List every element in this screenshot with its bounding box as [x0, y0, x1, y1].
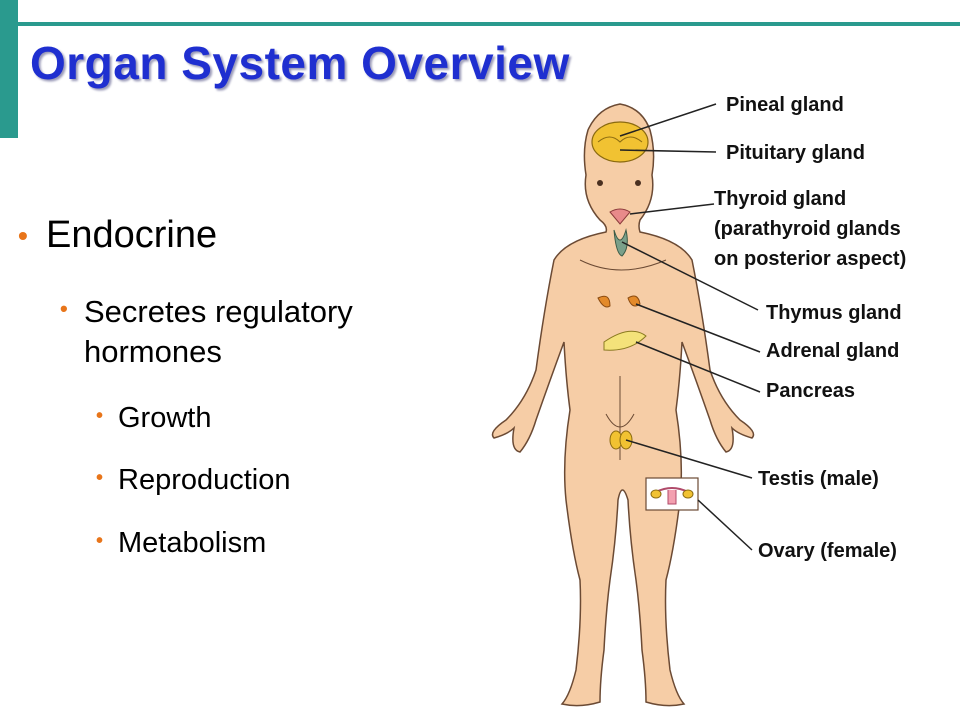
- leader-lines: [619, 103, 761, 551]
- accent-bar: [0, 0, 18, 138]
- thymus-icon: [613, 228, 628, 257]
- thyroid-icon: [609, 208, 631, 225]
- bullet-dot: •: [18, 220, 28, 251]
- bullet-dot: •: [96, 530, 104, 552]
- bullet-dot: •: [60, 296, 68, 321]
- label-pituitary-gland: Pituitary gland: [726, 142, 865, 164]
- bullet-endocrine: Endocrine: [46, 214, 218, 256]
- bullet-dot: •: [96, 467, 104, 489]
- bullet-secretes-line2: hormones: [84, 334, 222, 369]
- label-ovary: Ovary (female): [758, 540, 897, 562]
- label-thyroid-note-1: (parathyroid glands: [714, 218, 901, 240]
- label-testis: Testis (male): [758, 468, 879, 490]
- adrenal-right-icon: [627, 295, 641, 307]
- bullet-secretes: Secretes regulatory hormones: [84, 292, 444, 372]
- endocrine-figure: Pineal gland Pituitary gland Thyroid gla…: [470, 80, 960, 720]
- bullet-metabolism: Metabolism: [118, 527, 267, 559]
- label-thymus-gland: Thymus gland: [766, 302, 902, 324]
- label-thyroid-note-2: on posterior aspect): [714, 248, 907, 270]
- bullet-secretes-line1: Secretes regulatory: [84, 294, 353, 329]
- adrenal-left-icon: [597, 295, 611, 308]
- body-silhouette: [491, 103, 755, 707]
- slide-title: Organ System Overview: [30, 37, 570, 89]
- human-body-illustration: [491, 103, 761, 707]
- label-pineal-gland: Pineal gland: [726, 94, 844, 116]
- bullet-reproduction: Reproduction: [118, 464, 291, 496]
- label-pancreas: Pancreas: [766, 380, 855, 402]
- label-adrenal-gland: Adrenal gland: [766, 340, 900, 362]
- bullet-growth: Growth: [118, 402, 212, 434]
- pancreas-icon: [603, 330, 647, 351]
- top-rule: [18, 22, 960, 26]
- label-thyroid-gland: Thyroid gland: [714, 188, 847, 210]
- bullet-dot: •: [96, 405, 104, 427]
- bullet-list: • Endocrine • Secretes regulatory hormon…: [0, 0, 460, 720]
